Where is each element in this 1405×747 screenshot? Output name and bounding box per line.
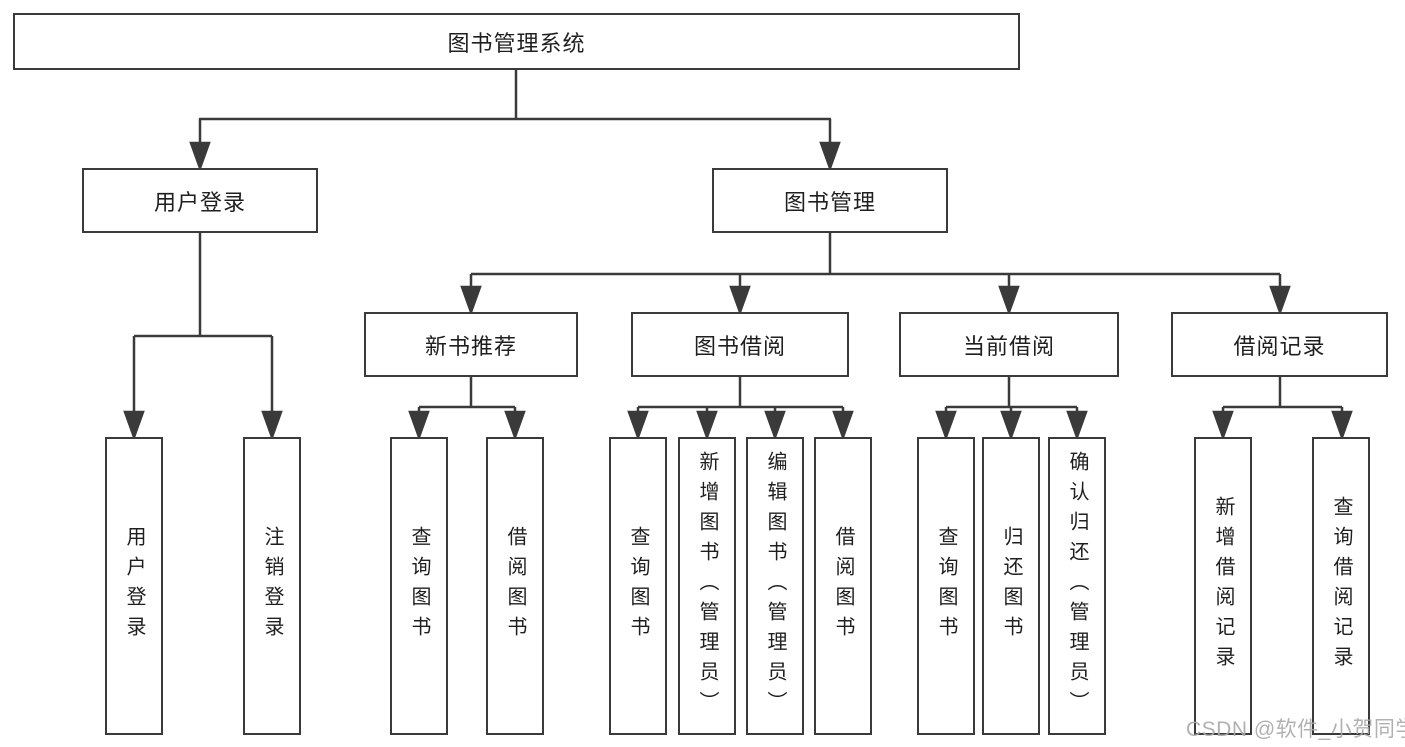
node-borrow-record: 借阅记录 bbox=[1171, 312, 1388, 377]
node-leaf-edit-books-admin: 编辑图书（管理员） bbox=[746, 437, 804, 735]
node-leaf-borrow-books-2: 借阅图书 bbox=[814, 437, 872, 735]
node-leaf-query-books-2: 查询图书 bbox=[609, 437, 667, 735]
node-book-borrow: 图书借阅 bbox=[631, 312, 849, 377]
node-leaf-query-borrow-record: 查询借阅记录 bbox=[1312, 437, 1370, 735]
csdn-watermark: CSDN @软件_小贺同学 bbox=[1186, 718, 1405, 741]
node-leaf-query-books-3: 查询图书 bbox=[917, 437, 975, 735]
node-leaf-confirm-return-admin: 确认归还（管理员） bbox=[1048, 437, 1106, 735]
node-user-login: 用户登录 bbox=[82, 168, 318, 233]
node-leaf-user-login: 用户登录 bbox=[105, 437, 163, 735]
node-leaf-borrow-books-1: 借阅图书 bbox=[486, 437, 544, 735]
node-leaf-add-books-admin: 新增图书（管理员） bbox=[678, 437, 736, 735]
node-leaf-logout: 注销登录 bbox=[243, 437, 301, 735]
node-leaf-return-books: 归还图书 bbox=[982, 437, 1040, 735]
node-current-borrow: 当前借阅 bbox=[899, 312, 1119, 377]
node-leaf-query-books-1: 查询图书 bbox=[390, 437, 448, 735]
node-book-management: 图书管理 bbox=[712, 168, 948, 233]
node-new-book-recommend: 新书推荐 bbox=[364, 312, 578, 377]
node-root: 图书管理系统 bbox=[13, 13, 1020, 70]
node-leaf-add-borrow-record: 新增借阅记录 bbox=[1194, 437, 1252, 735]
